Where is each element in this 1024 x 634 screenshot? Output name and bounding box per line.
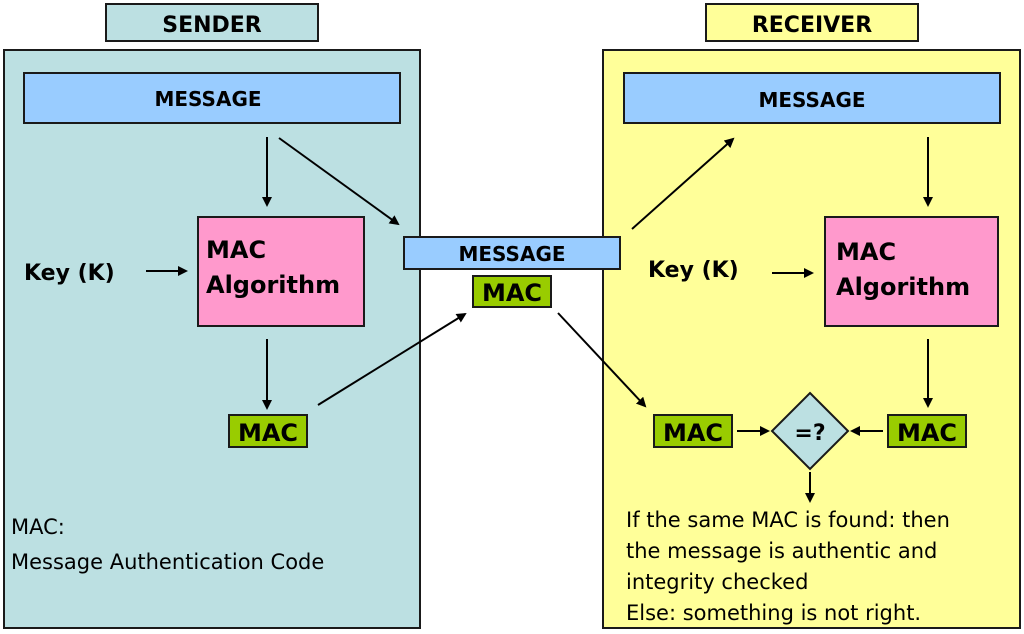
receiver-title: RECEIVER xyxy=(752,13,872,38)
transit-packet: MESSAGE MAC xyxy=(403,236,621,308)
transit-mac-box xyxy=(472,275,552,308)
receiver-title-box xyxy=(705,3,919,42)
receiver-algorithm-box xyxy=(824,216,999,327)
compare-label: =? xyxy=(794,421,825,446)
receiver-key-label: Key (K) xyxy=(648,258,739,283)
sender-title: SENDER xyxy=(162,13,262,38)
sender-message-to-transit-arrow xyxy=(278,137,400,226)
computed-mac-box xyxy=(887,414,967,448)
transit-mac-to-receiver-arrow xyxy=(557,312,647,408)
result-line: Else: something is not right. xyxy=(626,601,921,625)
sender-message-box xyxy=(23,72,401,124)
compare-diamond xyxy=(770,391,850,471)
receiver-message-label: MESSAGE xyxy=(758,88,865,112)
sender-panel: SENDER MESSAGE Key (K) MAC Algorithm MAC… xyxy=(3,3,421,629)
received-mac-box xyxy=(653,414,733,448)
receiver-background xyxy=(602,49,1021,629)
receiver-algorithm-line2: Algorithm xyxy=(836,273,970,301)
computed-mac-label: MAC xyxy=(897,419,957,447)
sender-mac-box xyxy=(228,414,308,448)
transit-to-receiver-message-arrow xyxy=(631,137,735,230)
result-line: integrity checked xyxy=(626,570,808,594)
sender-message-label: MESSAGE xyxy=(154,87,261,111)
sender-mac-to-transit-arrow xyxy=(317,312,467,406)
sender-algorithm-box xyxy=(197,216,365,327)
sender-background xyxy=(3,49,421,629)
sender-algorithm-line2: Algorithm xyxy=(206,271,340,299)
sender-title-box xyxy=(105,3,319,42)
result-line: If the same MAC is found: then xyxy=(626,508,950,532)
received-mac-label: MAC xyxy=(663,419,723,447)
legend-line1: MAC: xyxy=(11,515,65,539)
receiver-panel: RECEIVER MESSAGE Key (K) MAC Algorithm M… xyxy=(602,3,1021,629)
result-line: the message is authentic and xyxy=(626,539,937,563)
legend-line2: Message Authentication Code xyxy=(11,550,324,574)
sender-key-label: Key (K) xyxy=(24,261,115,286)
sender-mac-label: MAC xyxy=(238,419,298,447)
transit-message-box xyxy=(403,236,621,270)
transit-message-label: MESSAGE xyxy=(458,242,565,266)
receiver-algorithm-line1: MAC xyxy=(836,238,896,266)
transit-mac-label: MAC xyxy=(482,279,542,307)
result-text: If the same MAC is found: then the messag… xyxy=(626,508,950,625)
receiver-message-box xyxy=(623,72,1001,124)
sender-algorithm-line1: MAC xyxy=(206,236,266,264)
